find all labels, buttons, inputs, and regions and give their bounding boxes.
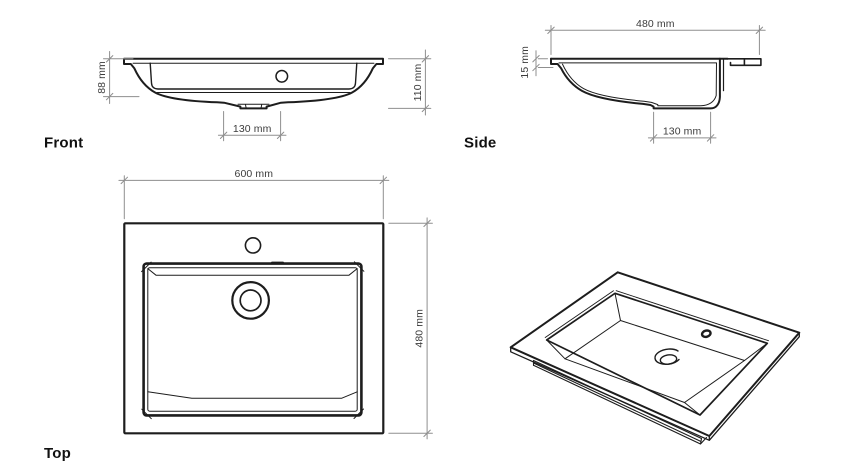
side-view-drawing <box>550 57 762 110</box>
iso-drain-hole <box>659 354 678 365</box>
top-dim-480-lines <box>388 217 433 440</box>
side-dim-depth: 480 mm <box>636 18 675 30</box>
side-dim-15-lines <box>532 50 554 77</box>
top-view-label: Top <box>44 445 71 462</box>
top-basin-rim-inner <box>147 267 358 412</box>
front-view-dim-texts: 88 mm 110 mm 130 mm <box>96 61 424 135</box>
top-view-dim-texts: 600 mm 480 mm <box>235 168 426 347</box>
top-basin-floor-top-edge <box>147 268 358 276</box>
side-view-dimensions <box>532 25 766 144</box>
top-basin-floor-bottom-edge <box>147 391 358 399</box>
front-dim-110-lines <box>388 49 432 116</box>
front-view: 88 mm 110 mm 130 mm Front <box>44 49 432 152</box>
side-view: 480 mm 15 mm 130 mm Side <box>464 18 766 152</box>
side-dim-480-lines <box>544 25 766 55</box>
front-sink-outline <box>123 57 384 110</box>
top-basin-rim <box>142 262 363 417</box>
top-faucet-hole <box>244 236 262 254</box>
front-dim-88-lines <box>103 51 140 104</box>
front-drain-boss <box>237 103 270 109</box>
isometric-view <box>509 271 801 445</box>
top-view: 600 mm 480 mm Top <box>44 168 433 462</box>
top-dim-depth: 480 mm <box>414 309 426 348</box>
top-dim-width: 600 mm <box>235 168 274 180</box>
front-overflow-hole <box>275 69 289 83</box>
side-view-dim-texts: 480 mm 15 mm 130 mm <box>519 18 702 138</box>
iso-basin-rim-highlight <box>544 290 769 342</box>
iso-wall-corner-edges <box>546 292 768 416</box>
front-dim-130-lines <box>217 111 287 142</box>
side-back-tab <box>726 58 762 67</box>
top-drain-inner <box>239 289 262 312</box>
side-dim-rim-thickness: 15 mm <box>519 46 531 79</box>
front-dim-drain-width: 130 mm <box>233 123 272 135</box>
front-view-drawing <box>123 57 384 110</box>
isometric-view-drawing <box>509 271 801 445</box>
iso-skirt-lines <box>532 359 708 445</box>
side-dim-130-lines <box>647 111 717 144</box>
top-dim-600-lines <box>118 175 390 220</box>
top-sink-outline <box>123 222 385 435</box>
top-view-dimensions <box>118 175 433 440</box>
side-sink-outline <box>550 57 721 110</box>
top-basin-corner-ticks <box>141 261 365 420</box>
front-view-dimensions <box>103 49 432 142</box>
top-view-drawing <box>123 222 385 435</box>
side-view-label: Side <box>464 135 496 152</box>
iso-basin-floor <box>564 320 745 403</box>
front-view-label: Front <box>44 135 83 152</box>
side-dim-drain-width: 130 mm <box>663 125 702 137</box>
side-basin-inner-wall <box>562 62 717 107</box>
top-drain-outer <box>231 281 271 320</box>
iso-faucet-hole <box>700 329 712 339</box>
front-basin-wall <box>149 62 358 90</box>
front-dim-total-height: 110 mm <box>412 63 424 101</box>
front-dim-rim-height: 88 mm <box>96 61 108 94</box>
